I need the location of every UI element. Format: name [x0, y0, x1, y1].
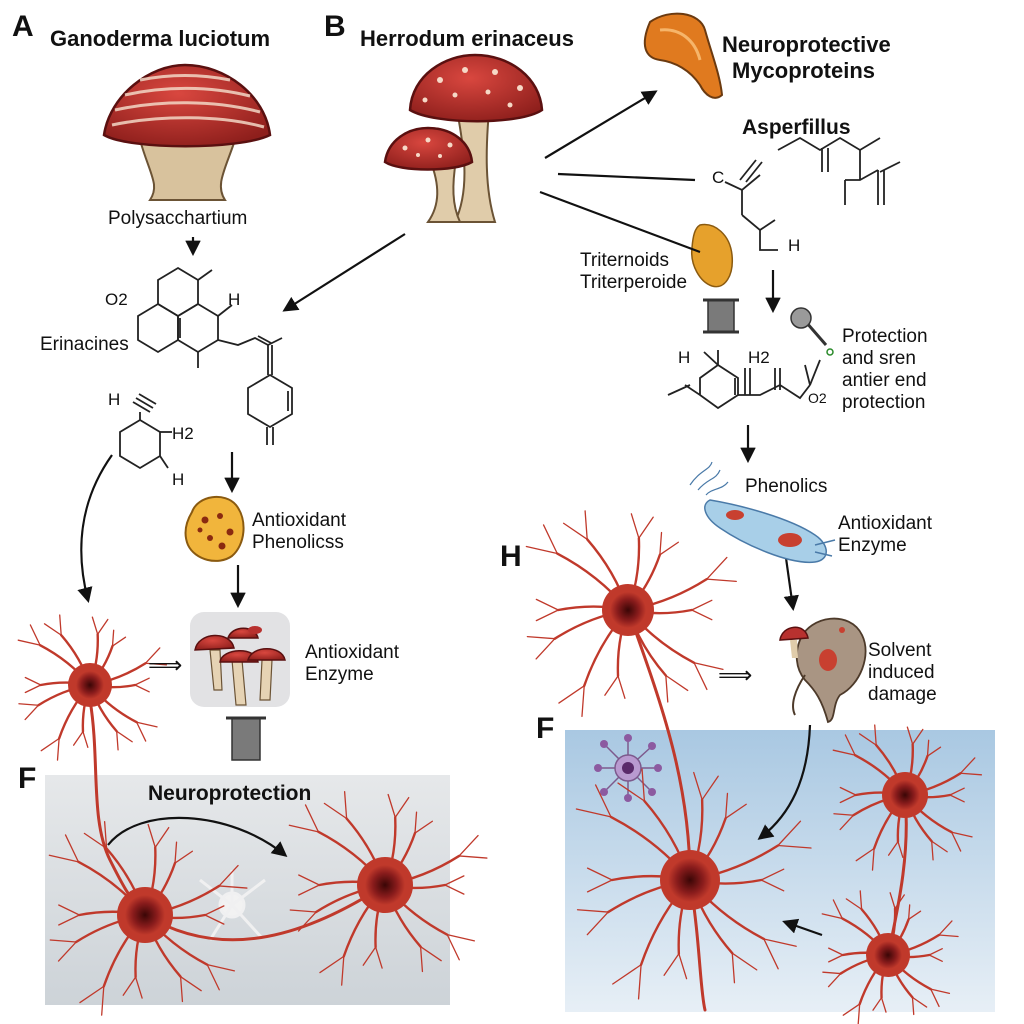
hericium-mushrooms: [383, 53, 544, 223]
antioxidant-enzyme-label-right-1: Antioxidant: [838, 513, 933, 534]
neuron-bottom-center: [288, 791, 488, 986]
h2-label-left: H2: [172, 424, 194, 443]
neuron-upper-far-right: [832, 724, 983, 871]
h-label-top-left: H: [228, 290, 241, 309]
left-chem-structure: [119, 266, 293, 470]
solvent-damage-label-2: induced: [868, 662, 935, 683]
hericium-title: Herrodum erinaceus: [360, 26, 574, 51]
panel-label-b: B: [324, 10, 346, 43]
faint-background-neuron: [199, 870, 266, 941]
o2-label-right-mol: O2: [808, 390, 827, 406]
h2-label-right-mol: H2: [748, 348, 770, 367]
panel-label-f-right: F: [536, 712, 555, 745]
ganoderma-mushroom: [102, 63, 272, 201]
arrows: [77, 90, 823, 937]
neuron-center-right: [575, 768, 812, 1000]
axon-left-2: [143, 883, 387, 942]
solvent-damage-label-3: damage: [868, 684, 937, 705]
c-label: C: [712, 168, 725, 187]
panel-label-h: H: [500, 540, 522, 573]
antioxidant-phenolics-label-1: Antioxidant: [252, 510, 347, 531]
inhibitor-symbols: [226, 298, 739, 761]
antioxidant-enzyme-label-right-2: Enzyme: [838, 535, 907, 556]
solvent-damage-cell: [779, 617, 867, 724]
mycoprotein-shape: [643, 12, 724, 99]
panel-label-a: A: [12, 10, 34, 43]
neurons-layer: [17, 510, 983, 1024]
purple-spiky-cell: [594, 734, 662, 802]
h-label-low-left: H: [172, 470, 185, 489]
neuron-lower-far-right: [821, 890, 959, 1024]
ganoderma-title: Ganoderma luciotum: [50, 26, 271, 51]
mycoproteins-label-2: Mycoproteins: [732, 58, 876, 83]
neuron-bottom-left: [48, 821, 248, 1016]
phenolics-cell: [184, 496, 245, 562]
mushroom-cluster: [190, 612, 290, 707]
neuroprotection-label: Neuroprotection: [148, 782, 312, 805]
blue-cell: [689, 461, 836, 564]
protection-label-2: and sren: [842, 348, 916, 369]
triterpenoids-label-1: Triternoids: [580, 250, 670, 271]
triterpenoids-label-2: Triterperoide: [580, 272, 688, 293]
antioxidant-enzyme-label-left-2: Enzyme: [305, 664, 374, 685]
neuron-top-right: [525, 510, 737, 718]
h-label-side-left: H: [108, 390, 121, 409]
implies-arrow-left: ⟹: [148, 652, 183, 679]
axon-right-1: [626, 608, 692, 882]
antioxidant-enzyme-label-left-1: Antioxidant: [305, 642, 400, 663]
aspergillus-label: Asperfillus: [742, 116, 851, 139]
solvent-damage-label-1: Solvent: [868, 640, 932, 661]
implies-arrow-right: ⟹: [718, 662, 753, 689]
h-label-right-mol: H: [678, 348, 691, 367]
phenolics-label-right: Phenolics: [745, 476, 828, 497]
o2-label-left: O2: [105, 290, 128, 309]
right-chem-structure: [667, 136, 901, 410]
neuron-top-left: [17, 614, 168, 761]
probe-symbol: [790, 307, 834, 356]
polysaccharide-label: Polysacchartium: [108, 208, 248, 229]
erinacines-label: Erinacines: [40, 334, 129, 355]
mycoproteins-label-1: Neuroprotective: [722, 32, 891, 57]
antioxidant-phenolics-label-2: Phenolicss: [252, 532, 344, 553]
panel-label-f-left: F: [18, 762, 37, 795]
h-label-right-chain: H: [788, 236, 801, 255]
protection-label-1: Protection: [842, 326, 928, 347]
triterpenoid-blob: [691, 223, 733, 288]
protection-label-3: antier end: [842, 370, 927, 391]
protection-label-4: protection: [842, 392, 926, 413]
